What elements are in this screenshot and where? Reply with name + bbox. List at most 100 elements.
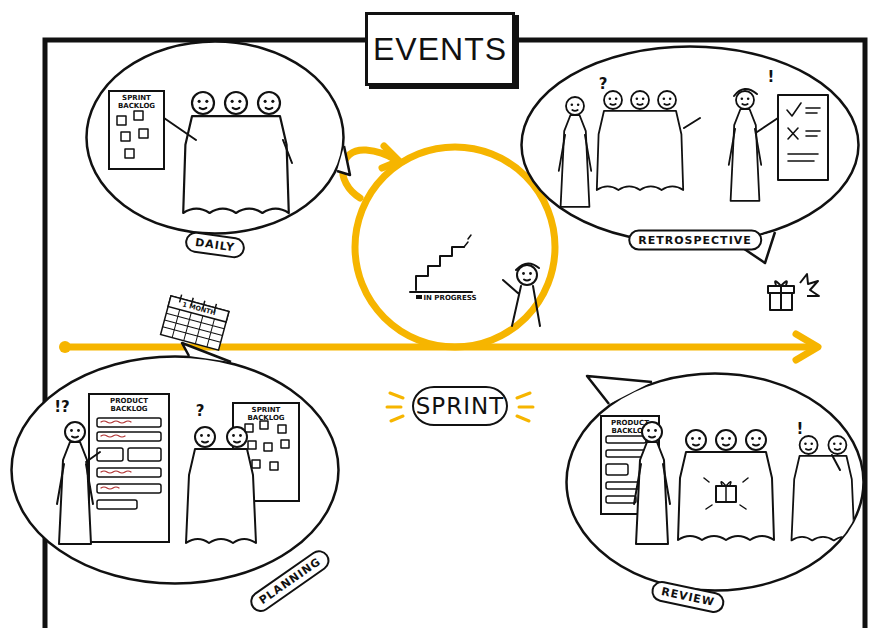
sticky-notes-part: [248, 441, 256, 449]
sprint-badge: SPRINT: [412, 386, 508, 426]
bubble-tail: [587, 376, 652, 404]
retrospective-scene: [559, 89, 828, 207]
backlog-items-part: [128, 448, 161, 461]
calendar-icon: [161, 292, 230, 350]
bubble-tail: [182, 343, 231, 362]
backlog-items-part: [606, 464, 628, 475]
chart-base: [410, 291, 472, 293]
sticky-notes-part: [121, 132, 130, 141]
hair-line: [516, 263, 539, 270]
timeline-arrowhead: [796, 334, 818, 360]
status-label: IN PROGRESS: [423, 295, 476, 302]
arm-lines: [684, 118, 778, 132]
item-squiggles: [101, 421, 131, 489]
backlog-board: PRODUCT BACKLOG: [600, 415, 660, 515]
node-label: SPRINT: [416, 393, 505, 419]
backlog-items-part: [97, 448, 123, 461]
backlog-board: PRODUCT BACKLOG: [88, 393, 170, 543]
board-heading: SPRINT BACKLOG: [112, 95, 161, 110]
board-heading: PRODUCT BACKLOG: [604, 420, 656, 435]
speech-bubble: DAILYSPRINT BACKLOG: [85, 40, 345, 235]
team-figures: [678, 430, 774, 540]
speech-bubble: REVIEWPRODUCT BACKLOG: [565, 372, 865, 592]
person-figure: [559, 97, 591, 207]
increment-gift-icon-part: [775, 281, 787, 310]
sticky-notes-part: [139, 129, 148, 138]
calendar-icon-part: [161, 296, 229, 350]
backlog-items: [606, 436, 646, 503]
backlog-board: SPRINT BACKLOG: [108, 90, 165, 170]
timeline-start-dot: [59, 341, 71, 353]
speech-bubble: RETROSPECTIVE: [520, 45, 860, 245]
stakeholder-figures: [792, 436, 855, 540]
bubble-ellipse: [12, 357, 339, 584]
person-body: [503, 280, 540, 326]
product-owner-figure: [57, 422, 93, 544]
sprint-in-progress: [410, 235, 540, 326]
backlog-items-part: [97, 432, 161, 441]
bubble-tail: [337, 146, 350, 175]
page-frame: [45, 40, 865, 628]
sticky-notes-part: [264, 443, 272, 451]
scrum-master-figure: [729, 91, 761, 201]
sticky-notes: [245, 421, 289, 470]
backlog-items-part: [606, 496, 636, 503]
calendar-icon-part: [161, 307, 226, 351]
sticky-notes-part: [117, 116, 126, 125]
sticky-notes-part: [125, 149, 134, 158]
review-scene: [606, 422, 855, 544]
board-marks: [787, 103, 820, 161]
backlog-items-part: [97, 484, 161, 493]
increment-gift-icon-part: [770, 292, 792, 310]
sticky-notes-part: [252, 460, 260, 468]
increment-gift: [716, 486, 736, 502]
bubble-ellipse: [87, 42, 344, 234]
hair-line: [734, 89, 757, 96]
sticky-notes-part: [281, 440, 289, 448]
backlog-items: [97, 418, 161, 509]
speech-bubble-outline: [520, 45, 860, 245]
curl-arrowhead: [382, 146, 399, 168]
backlog-items-part: [97, 468, 161, 477]
event-tag: RETROSPECTIVE: [628, 230, 762, 251]
product-owner-figure: [634, 422, 670, 544]
status-marker: [416, 295, 422, 299]
sticky-notes: [117, 111, 148, 158]
board-heading: PRODUCT BACKLOG: [92, 398, 166, 413]
calendar-icon-part: [180, 295, 217, 312]
bubble-ellipse: [567, 374, 864, 591]
arm-line: [86, 452, 100, 462]
team-figures: [183, 92, 289, 213]
planning-scene: [57, 418, 289, 544]
backlog-items-part: [606, 436, 646, 443]
flipchart-board: [778, 95, 828, 180]
arm-lines: [164, 118, 292, 163]
backlog-items-part: [606, 482, 646, 489]
ray-lines: [387, 393, 533, 421]
diagram-title: EVENTS: [365, 12, 515, 86]
person-head: [517, 265, 537, 285]
sticky-notes-part: [245, 424, 253, 432]
speech-bubble: PLANNINGPRODUCT BACKLOGSPRINT BACKLOG: [10, 355, 340, 585]
backlog-items-part: [606, 450, 646, 457]
sprint-rays: [387, 393, 533, 421]
team-figures: [597, 91, 683, 190]
sticky-notes-part: [270, 462, 278, 470]
increment-gift-icon: [768, 274, 819, 310]
sprint-loop: [355, 147, 555, 347]
chart-dots: [464, 235, 471, 247]
daily-scene: [117, 92, 292, 213]
bubble-ellipse: [522, 47, 859, 244]
event-tag: DAILY: [184, 230, 246, 259]
progress-chart: [416, 247, 464, 290]
sticky-notes-part: [278, 425, 286, 433]
sticky-notes-part: [134, 111, 143, 120]
backlog-items-part: [97, 500, 137, 509]
duration-label: 1 MONTH: [181, 301, 216, 316]
arm-line: [832, 455, 840, 470]
backlog-items-part: [97, 418, 161, 427]
increment-gift-icon-part: [768, 286, 794, 293]
calendar-icon-part: [168, 296, 229, 322]
